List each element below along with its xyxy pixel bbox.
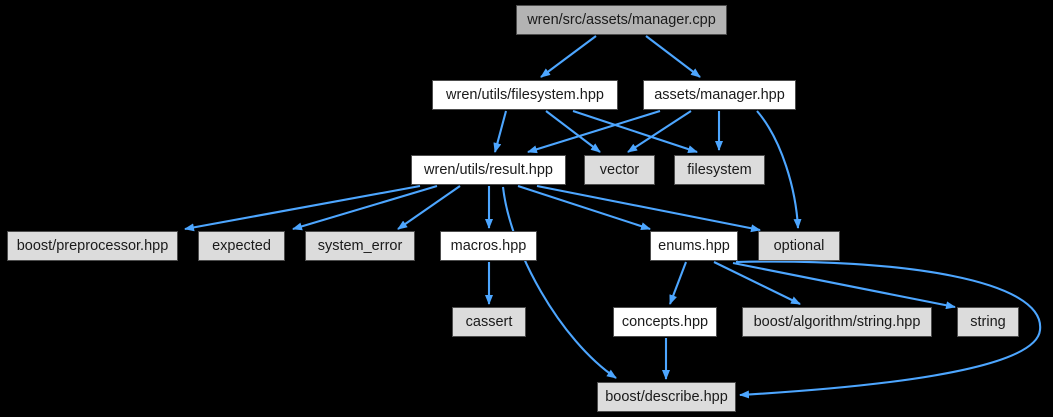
edge-resulthpp-boostdescribe	[501, 186, 617, 379]
node-expected[interactable]: expected	[198, 231, 285, 261]
node-wren-utils-result-hpp[interactable]: wren/utils/result.hpp	[411, 155, 566, 185]
edge-filesystemhpp-resulthpp	[493, 110, 508, 153]
node-concepts-hpp[interactable]: concepts.hpp	[613, 307, 717, 337]
node-filesystem[interactable]: filesystem	[674, 155, 765, 185]
edge-resulthpp-boostpreprocessor	[184, 184, 421, 232]
node-optional[interactable]: optional	[758, 231, 840, 261]
node-cassert[interactable]: cassert	[452, 307, 526, 337]
node-string[interactable]: string	[957, 307, 1019, 337]
edge-managercpp-assetsmanagerhpp	[645, 35, 701, 78]
edges	[184, 35, 1042, 399]
node-boost-preprocessor-hpp[interactable]: boost/preprocessor.hpp	[7, 231, 178, 261]
edge-assetsmanagerhpp-optional	[756, 110, 802, 229]
edge-resulthpp-systemerror	[397, 185, 461, 230]
edge-resulthpp-enumshpp	[517, 185, 651, 231]
edge-filesystemhpp-filesystem	[572, 110, 698, 153]
node-boost-algorithm-string-hpp[interactable]: boost/algorithm/string.hpp	[742, 307, 932, 337]
edge-assetsmanagerhpp-vector	[627, 110, 692, 153]
edge-enumshpp-boostalgorithmstring	[713, 261, 801, 305]
edge-enumshpp-string	[732, 261, 956, 310]
node-wren-utils-filesystem-hpp[interactable]: wren/utils/filesystem.hpp	[432, 80, 618, 110]
node-assets-manager-hpp[interactable]: assets/manager.hpp	[643, 80, 796, 110]
node-macros-hpp[interactable]: macros.hpp	[440, 231, 537, 261]
edge-assetsmanagerhpp-resulthpp	[527, 109, 661, 154]
edge-resulthpp-expected	[292, 184, 438, 231]
edge-managercpp-filesystemhpp	[540, 35, 597, 78]
node-wren-src-assets-manager-cpp[interactable]: wren/src/assets/manager.cpp	[516, 5, 727, 35]
node-enums-hpp[interactable]: enums.hpp	[650, 231, 738, 261]
edge-resulthpp-optional	[536, 184, 761, 233]
edge-filesystemhpp-vector	[545, 110, 601, 153]
edge-enumshpp-conceptshpp	[669, 261, 687, 305]
edge-enumshpp-boostdescribe	[735, 260, 1042, 399]
node-system-error[interactable]: system_error	[305, 231, 415, 261]
node-boost-describe-hpp[interactable]: boost/describe.hpp	[597, 382, 736, 412]
node-vector[interactable]: vector	[584, 155, 655, 185]
